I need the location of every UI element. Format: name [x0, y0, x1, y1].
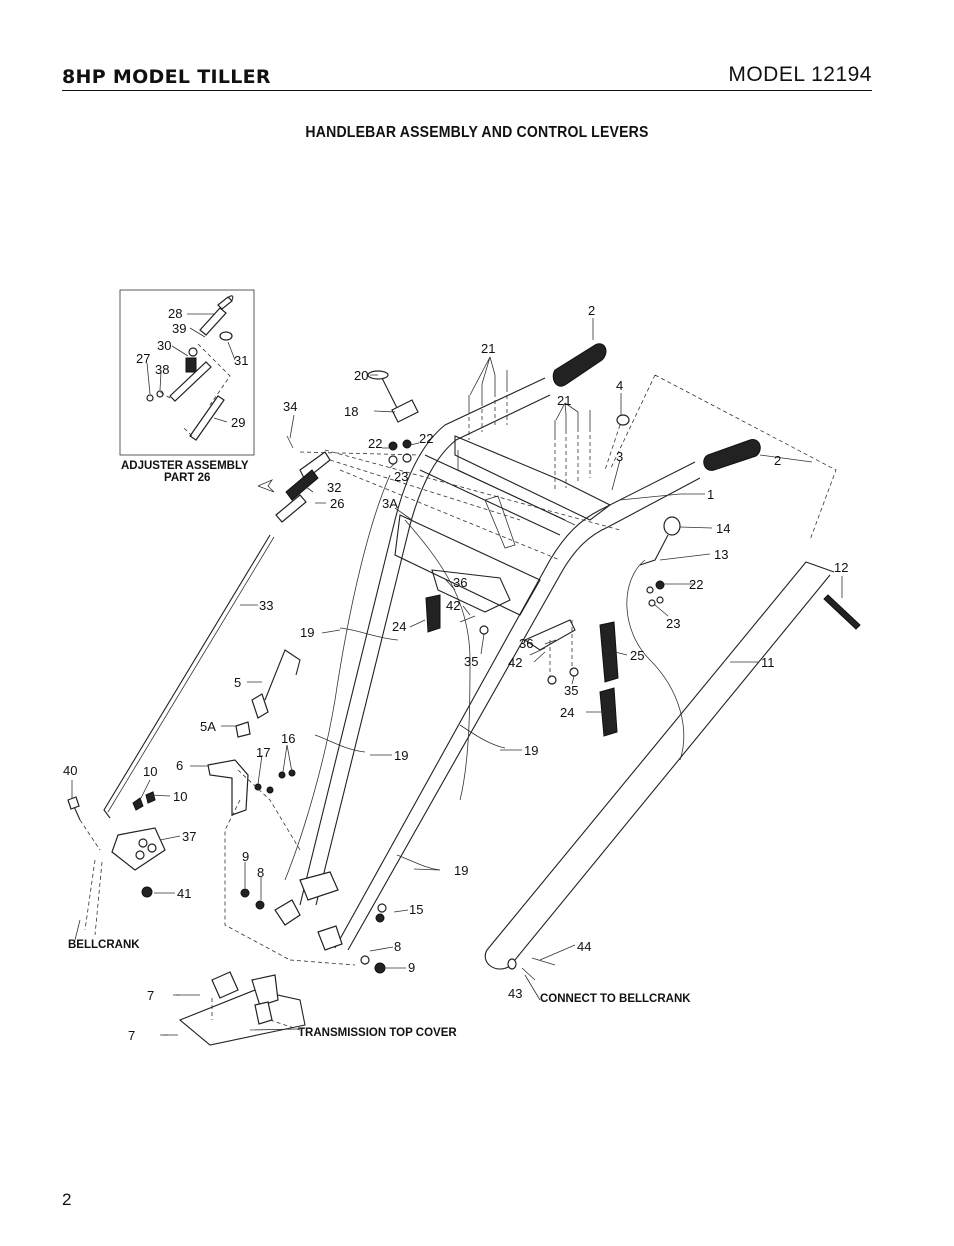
- callout-18: 18: [344, 404, 358, 419]
- callout-15: 15: [409, 902, 423, 917]
- callout-30: 30: [157, 338, 171, 353]
- grip-left: [552, 343, 607, 387]
- control-levers: [67, 370, 861, 1046]
- callout-10-b: 10: [173, 789, 187, 804]
- callout-9-b: 9: [408, 960, 415, 975]
- callout-5: 5: [234, 675, 241, 690]
- callout-35-a: 35: [464, 654, 478, 669]
- diagram-title: HANDLEBAR ASSEMBLY AND CONTROL LEVERS: [305, 124, 649, 141]
- callout-2-left: 2: [588, 303, 595, 318]
- callout-10-a: 10: [143, 764, 157, 779]
- callout-1: 1: [707, 487, 714, 502]
- inset-part-39: [199, 307, 227, 336]
- callout-7-a: 7: [147, 988, 154, 1003]
- callout-42-a: 42: [446, 598, 460, 613]
- page-title: 8HP MODEL TILLER: [62, 66, 271, 88]
- callout-42-b: 42: [508, 655, 522, 670]
- callout-7-b: 7: [128, 1028, 135, 1043]
- callout-24-b: 24: [560, 705, 574, 720]
- caption-transmission-top-cover: TRANSMISSION TOP COVER: [298, 1027, 457, 1039]
- callout-8-a: 8: [257, 865, 264, 880]
- inset-caption-1: ADJUSTER ASSEMBLY: [121, 460, 249, 472]
- callout-39: 39: [172, 321, 186, 336]
- callout-3A: 3A: [382, 496, 398, 511]
- callout-19-b: 19: [394, 748, 408, 763]
- callout-16: 16: [281, 731, 295, 746]
- inset-arrow-icon: [257, 479, 275, 493]
- callout-41: 41: [177, 886, 191, 901]
- caption-bellcrank: BELLCRANK: [68, 939, 140, 951]
- callout-13: 13: [714, 547, 728, 562]
- callout-20: 20: [354, 368, 368, 383]
- grip-right: [703, 439, 761, 471]
- callout-40: 40: [63, 763, 77, 778]
- callout-23-b: 23: [666, 616, 680, 631]
- callout-8-b: 8: [394, 939, 401, 954]
- inset-nut-31: [219, 331, 233, 341]
- callout-37: 37: [182, 829, 196, 844]
- callout-17: 17: [256, 745, 270, 760]
- callout-32: 32: [327, 480, 341, 495]
- callout-6: 6: [176, 758, 183, 773]
- inset-spring-30: [185, 357, 197, 373]
- adjuster-assembly-inset: 28 39 30 27 38 31 29 ADJUSTER ASSEMBLY P…: [119, 289, 275, 493]
- page-header: 8HP MODEL TILLER MODEL 12194: [62, 63, 872, 91]
- inset-frame: [119, 289, 255, 456]
- callout-34: 34: [283, 399, 297, 414]
- page-number: 2: [62, 1190, 72, 1209]
- inset-part-29: [189, 395, 225, 441]
- callout-35-b: 35: [564, 683, 578, 698]
- callout-9-a: 9: [242, 849, 249, 864]
- inset-part-27: [146, 394, 154, 402]
- callout-31: 31: [234, 353, 248, 368]
- callout-33: 33: [259, 598, 273, 613]
- model-number: MODEL 12194: [728, 63, 872, 86]
- callout-5A: 5A: [200, 719, 216, 734]
- callout-22-a: 22: [368, 436, 382, 451]
- inset-rod: [169, 361, 212, 402]
- callout-38: 38: [155, 362, 169, 377]
- callout-2-right: 2: [774, 453, 781, 468]
- callout-26: 26: [330, 496, 344, 511]
- callout-29: 29: [231, 415, 245, 430]
- callout-12: 12: [834, 560, 848, 575]
- callout-19-a: 19: [300, 625, 314, 640]
- callout-22-c: 22: [689, 577, 703, 592]
- callout-43: 43: [508, 986, 522, 1001]
- callout-22-b: 22: [419, 431, 433, 446]
- diagram-captions: BELLCRANK CONNECT TO BELLCRANK TRANSMISS…: [68, 939, 691, 1039]
- callout-19-d: 19: [454, 863, 468, 878]
- callout-27: 27: [136, 351, 150, 366]
- callout-24-a: 24: [392, 619, 406, 634]
- callout-3: 3: [616, 449, 623, 464]
- callout-4: 4: [616, 378, 623, 393]
- callout-25: 25: [630, 648, 644, 663]
- inset-washer: [188, 347, 198, 357]
- inset-part-38: [156, 390, 164, 398]
- inset-caption-2: PART 26: [164, 472, 210, 484]
- callout-44: 44: [577, 939, 591, 954]
- callout-11: 11: [761, 655, 775, 670]
- callout-36-a: 36: [453, 575, 467, 590]
- handlebar-frame: [299, 343, 761, 951]
- callout-28: 28: [168, 306, 182, 321]
- callout-19-c: 19: [524, 743, 538, 758]
- leader-lines: [71, 318, 843, 1036]
- callout-labels: 2 21 21 4 3 2 1 20 18 34 22 22 23 32 26 …: [63, 303, 848, 1043]
- callout-21-left: 21: [481, 341, 495, 356]
- callout-36-b: 36: [519, 636, 533, 651]
- callout-21-right: 21: [557, 393, 571, 408]
- inset-part-28: [217, 296, 233, 310]
- callout-23-a: 23: [394, 469, 408, 484]
- callout-14: 14: [716, 521, 730, 536]
- caption-connect-to-bellcrank: CONNECT TO BELLCRANK: [540, 993, 691, 1005]
